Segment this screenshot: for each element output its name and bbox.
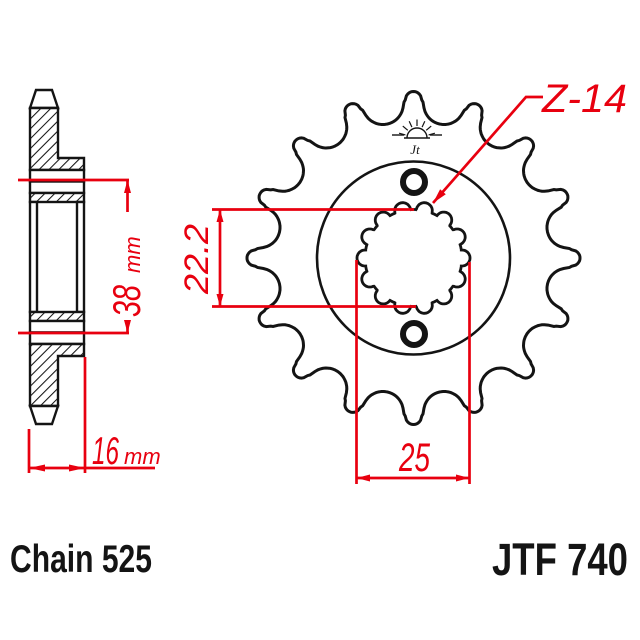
sun-rays-icon: [398, 119, 436, 136]
arrow-left-icon: [356, 474, 370, 482]
dim-hub-diameter: 38 mm: [18, 178, 149, 335]
arrow-left-icon: [29, 464, 45, 472]
teeth-callout: Z-14: [431, 77, 627, 204]
dim-width: 16 mm: [27, 357, 161, 473]
bolt-hole-top: [400, 168, 428, 196]
sun-ray-icon: [398, 132, 406, 136]
sun-ray-icon: [428, 132, 436, 136]
dim-spline-minor: 22.2: [178, 208, 416, 308]
tooth-section-bottom: [28, 342, 86, 408]
tooth-tip-bottom: [28, 404, 60, 426]
hub-diameter-unit: mm: [120, 236, 145, 273]
teeth-count-label: Z-14: [541, 77, 627, 121]
bore-wall-right: [75, 200, 86, 314]
bolt-hole-bottom: [400, 320, 428, 348]
sun-logo: [392, 119, 442, 139]
side-view: [28, 88, 86, 426]
sun-icon: [406, 127, 428, 139]
hub-section-band: [28, 310, 86, 323]
chain-size-label: Chain 525: [10, 538, 152, 581]
sun-ray-icon: [421, 120, 426, 128]
tooth-tip-top: [28, 88, 60, 110]
front-view: Jt: [245, 89, 582, 427]
arrow-up-icon: [124, 180, 131, 193]
spline-bore: [355, 201, 472, 315]
arrow-up-icon: [216, 209, 224, 222]
arrow-right-icon: [69, 464, 85, 472]
spline-minor-value: 22.2: [178, 224, 216, 295]
spline-major-value: 25: [398, 436, 430, 480]
dim-spline-major: 25: [355, 260, 471, 484]
sun-ray-icon: [425, 125, 432, 131]
hub-band: [28, 319, 86, 334]
sun-ray-icon: [408, 120, 413, 128]
arrow-down-icon: [216, 294, 224, 307]
hub-section-band: [28, 191, 86, 204]
arrow-right-icon: [456, 474, 470, 482]
hub-diameter-value: 38: [106, 285, 149, 317]
part-number-label: JTF 740: [492, 534, 628, 585]
sun-ray-icon: [402, 125, 409, 131]
width-unit: mm: [124, 444, 161, 469]
width-value: 16: [92, 430, 119, 473]
hub-circle: [315, 160, 512, 356]
arrow-down-icon: [124, 320, 131, 333]
jt-logo-mark: Jt: [410, 142, 420, 157]
tooth-section-top: [28, 106, 86, 172]
hub-band: [28, 180, 86, 195]
leader-arrow-icon: [433, 189, 446, 203]
bore-wall-left: [28, 200, 39, 314]
